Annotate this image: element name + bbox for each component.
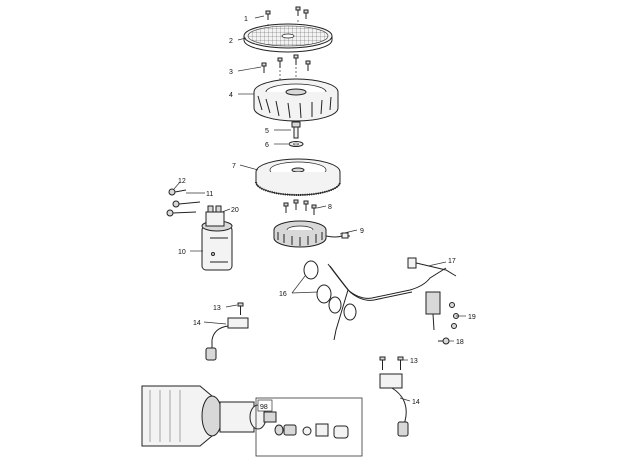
callout-98: 98: [260, 404, 268, 411]
wiring-harness: [327, 257, 457, 341]
callout-6: 6: [265, 142, 269, 149]
screw-left-lower: [166, 209, 197, 217]
screw-group-13-right: [379, 356, 404, 370]
screw-18: [438, 337, 450, 345]
callout-17: 17: [448, 258, 456, 265]
callout-8: 8: [328, 204, 332, 211]
callout-18: 18: [456, 339, 464, 346]
callout-14-left: 14: [193, 320, 201, 327]
callout-3: 3: [229, 69, 233, 76]
ignition-coil-right: [379, 373, 409, 437]
kit-98-box: [255, 397, 363, 457]
screw-group-8: [283, 199, 317, 215]
washer: [288, 141, 304, 147]
callout-7: 7: [232, 163, 236, 170]
starter-solenoid: [201, 205, 233, 271]
ignition-coil-left: [205, 317, 249, 361]
stator: [273, 220, 350, 248]
callout-9: 9: [360, 228, 364, 235]
callout-12: 12: [178, 178, 186, 185]
callout-19: 19: [468, 314, 476, 321]
screw-13-left: [237, 302, 244, 315]
starter-motor: [141, 385, 277, 447]
screw-group-19: [449, 302, 459, 329]
cooling-fan: [253, 78, 339, 122]
callout-2: 2: [229, 38, 233, 45]
harness-clamps: [303, 260, 357, 321]
callout-11: 11: [206, 191, 213, 198]
flywheel: [255, 158, 341, 196]
callout-13-left: 13: [213, 305, 221, 312]
screw-12: [168, 188, 187, 196]
callout-13-right: 13: [410, 358, 418, 365]
callout-20: 20: [231, 207, 239, 214]
callout-4: 4: [229, 92, 233, 99]
kit-parts: [274, 423, 349, 439]
grille-screen: [243, 23, 333, 53]
leader-lines: [173, 15, 466, 402]
callout-14-right: 14: [412, 399, 420, 406]
callout-labels: 1 2 3 4 5 6 7 8 9 10 11 12 20 16 17 19 1…: [178, 16, 476, 411]
callout-16: 16: [279, 291, 287, 298]
flywheel-bolt: [291, 121, 301, 139]
screw-11: [172, 200, 201, 208]
screw-group-3: [261, 54, 311, 80]
callout-5: 5: [265, 128, 269, 135]
callout-10: 10: [178, 249, 186, 256]
callout-1: 1: [244, 16, 248, 23]
